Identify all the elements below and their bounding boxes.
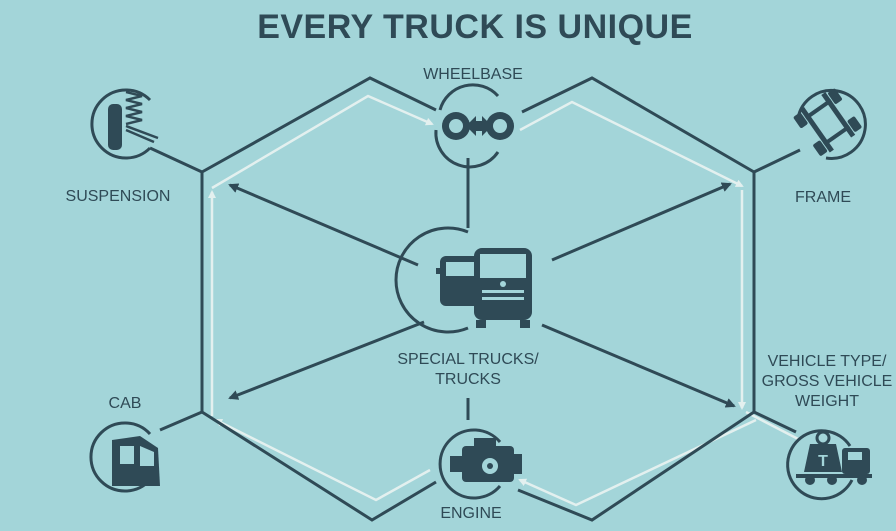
- center-label: SPECIAL TRUCKS/ TRUCKS: [397, 351, 539, 388]
- svg-text:T: T: [818, 453, 828, 470]
- suspension-label: SUSPENSION: [65, 188, 171, 205]
- node-connectors: [149, 146, 801, 434]
- cab-label: CAB: [108, 395, 142, 412]
- frame-icon: [793, 88, 867, 160]
- page-title: EVERY TRUCK IS UNIQUE: [257, 8, 693, 46]
- cab-icon: [89, 421, 160, 493]
- engine-icon: [438, 428, 522, 500]
- trucks-icon: [394, 226, 532, 334]
- wheelbase-label: WHEELBASE: [423, 66, 523, 83]
- inner-flow-path: [208, 94, 801, 507]
- wheelbase-icon: [434, 83, 514, 169]
- suspension-icon: [90, 88, 159, 160]
- weight-icon: T: [786, 429, 872, 501]
- engine-label: ENGINE: [440, 505, 502, 522]
- hexagon-outline: [200, 76, 756, 522]
- frame-label: FRAME: [795, 189, 851, 206]
- vehicle-type-label: VEHICLE TYPE/ GROSS VEHICLE WEIGHT: [761, 353, 893, 410]
- center-arrows: [228, 182, 736, 408]
